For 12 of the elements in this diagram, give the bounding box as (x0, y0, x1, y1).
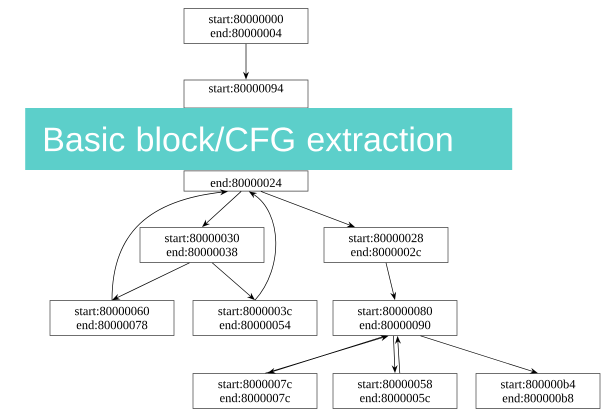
basic-block-box: start:8000007c end:8000007c (192, 373, 318, 409)
basic-block-box: start:8000003c end:80000054 (192, 300, 318, 336)
basic-block-box: end:80000024 (184, 170, 308, 192)
basic-block-box: start:80000094 (184, 80, 308, 108)
basic-block-box: start:80000080 end:80000090 (332, 300, 458, 336)
basic-block-box: start:80000060 end:80000078 (50, 300, 174, 336)
basic-block-box: start:80000028 end:8000002c (324, 227, 448, 263)
basic-block-box: start:80000058 end:8000005c (332, 373, 458, 409)
basic-block-box: start:800000b4 end:800000b8 (476, 373, 600, 409)
basic-block-box: start:80000030 end:80000038 (140, 227, 264, 263)
basic-block-box: start:80000000 end:80000004 (184, 8, 308, 44)
title-banner: Basic block/CFG extraction (25, 108, 512, 170)
